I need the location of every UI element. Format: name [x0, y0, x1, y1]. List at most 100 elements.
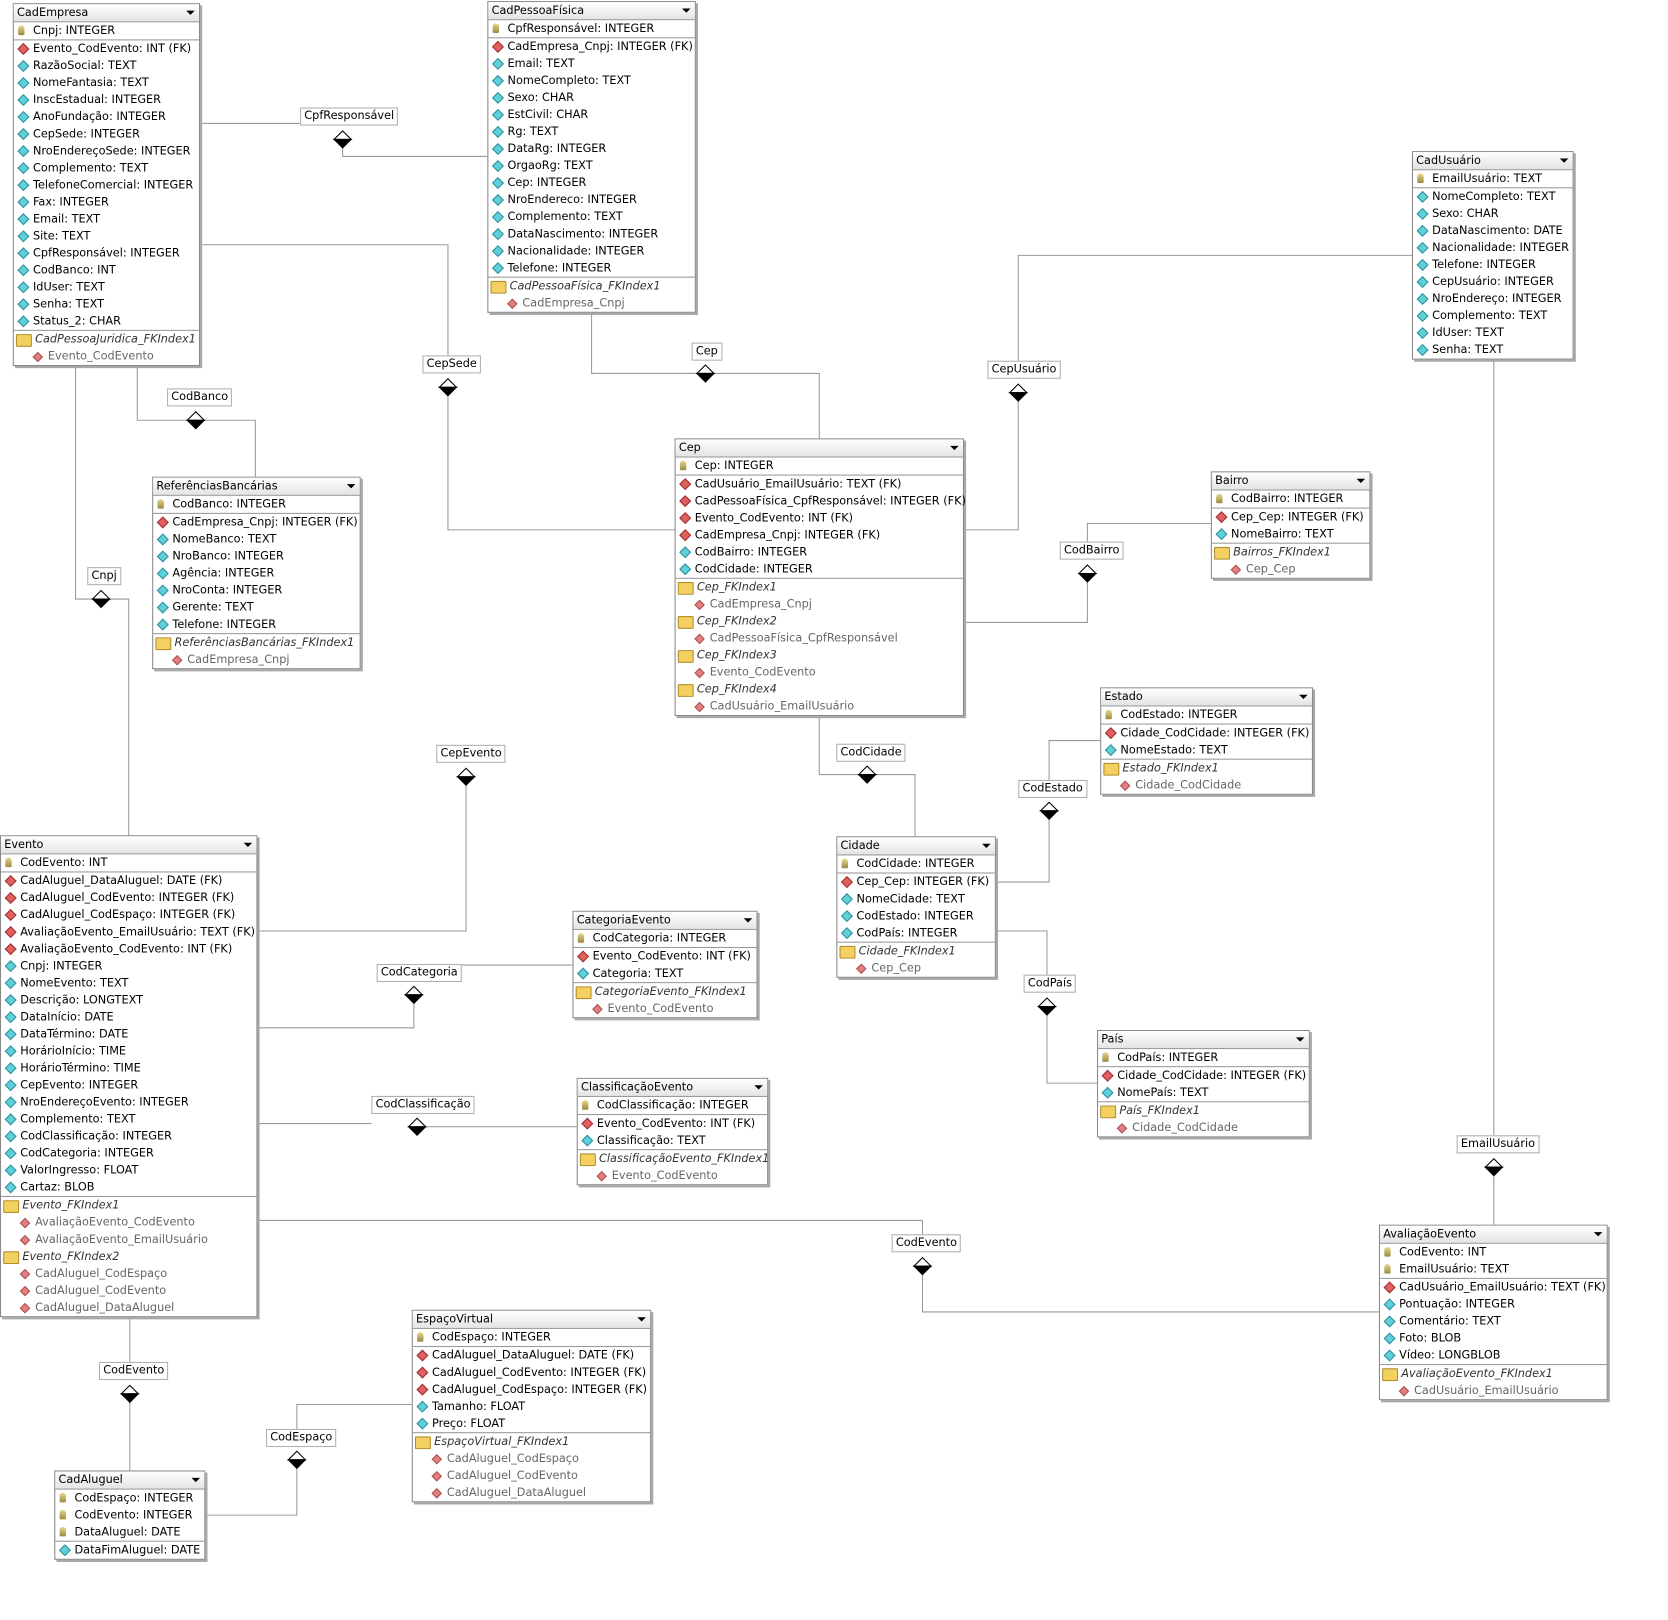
primary-key-column[interactable]: EmailUsuário: TEXT [1413, 170, 1573, 187]
primary-key-column[interactable]: CodEvento: INT [1380, 1244, 1607, 1261]
attribute-column[interactable]: Agência: INTEGER [153, 565, 359, 582]
attribute-column[interactable]: Sexo: CHAR [488, 89, 694, 106]
relationship-label[interactable]: CodPaís [1023, 974, 1077, 993]
attribute-column[interactable]: NomeBanco: TEXT [153, 531, 359, 548]
index-column[interactable]: CadAluguel_DataAluguel [1, 1299, 256, 1316]
relationship-line[interactable] [993, 930, 1048, 975]
attribute-column[interactable]: Tamanho: FLOAT [413, 1398, 650, 1415]
attribute-column[interactable]: EstCivil: CHAR [488, 106, 694, 123]
chevron-down-icon[interactable] [1593, 1232, 1603, 1237]
index-column[interactable]: Cidade_CodCidade [1098, 1119, 1309, 1136]
attribute-column[interactable]: NroEndereçoSede: INTEGER [14, 143, 199, 160]
attribute-column[interactable]: CepEvento: INTEGER [1, 1077, 256, 1094]
relationship-line[interactable] [255, 785, 467, 932]
relationship-line[interactable] [818, 712, 859, 776]
chevron-down-icon[interactable] [950, 445, 959, 451]
attribute-column[interactable]: CodBanco: INT [14, 262, 199, 279]
index-entry[interactable]: Cep_FKIndex1 [675, 577, 963, 596]
attribute-column[interactable]: DataFimAluguel: DATE [55, 1540, 205, 1559]
attribute-column[interactable]: Complemento: TEXT [14, 160, 199, 177]
primary-key-column[interactable]: CodClassificação: INTEGER [578, 1097, 767, 1114]
index-entry[interactable]: CadPessoaFísica_FKIndex1 [488, 276, 695, 295]
chevron-down-icon[interactable] [1299, 694, 1308, 700]
attribute-column[interactable]: Complemento: TEXT [1, 1111, 256, 1128]
table-header[interactable]: Cidade [837, 837, 995, 856]
chevron-down-icon[interactable] [743, 918, 753, 923]
attribute-column[interactable]: Nacionalidade: INTEGER [488, 243, 694, 260]
attribute-column[interactable]: Nacionalidade: INTEGER [1413, 239, 1573, 256]
attribute-column[interactable]: Categoria: TEXT [573, 965, 756, 982]
index-column[interactable]: CadAluguel_CodEspaço [413, 1450, 650, 1467]
attribute-column[interactable]: NroBanco: INTEGER [153, 548, 359, 565]
relationship-label[interactable]: CodEstado [1018, 779, 1088, 798]
attribute-column[interactable]: CpfResponsável: INTEGER [14, 245, 199, 262]
relationship-line[interactable] [136, 361, 188, 421]
index-column[interactable]: CadUsuário_EmailUsuário [676, 698, 963, 715]
foreign-key-column[interactable]: CadEmpresa_Cnpj: INTEGER (FK) [488, 37, 695, 55]
relationship-line[interactable] [921, 1274, 1379, 1313]
attribute-column[interactable]: CodClassificação: INTEGER [1, 1128, 256, 1145]
foreign-key-column[interactable]: Cidade_CodCidade: INTEGER (FK) [1098, 1066, 1309, 1084]
attribute-column[interactable]: InscEstadual: INTEGER [14, 92, 199, 109]
relationship-line[interactable] [204, 419, 256, 477]
table-header[interactable]: País [1098, 1031, 1309, 1050]
table-header[interactable]: CategoriaEvento [573, 911, 757, 930]
foreign-key-column[interactable]: CadAluguel_DataAluguel: DATE (FK) [1, 871, 257, 889]
attribute-column[interactable]: CodPaís: INTEGER [837, 925, 994, 942]
table-header[interactable]: Cep [675, 439, 963, 458]
table-header[interactable]: Estado [1101, 688, 1312, 707]
attribute-column[interactable]: RazãoSocial: TEXT [14, 57, 199, 74]
index-entry[interactable]: CategoriaEvento_FKIndex1 [573, 982, 757, 1000]
index-column[interactable]: CadPessoaFísica_CpfResponsável [676, 630, 963, 647]
foreign-key-column[interactable]: Evento_CodEvento: INT (FK) [676, 510, 963, 527]
attribute-column[interactable]: Descrição: LONGTEXT [1, 992, 256, 1009]
attribute-column[interactable]: Foto: BLOB [1380, 1330, 1607, 1347]
foreign-key-column[interactable]: Cep_Cep: INTEGER (FK) [1211, 507, 1370, 526]
index-entry[interactable]: Estado_FKIndex1 [1101, 758, 1312, 777]
attribute-column[interactable]: NomeFantasia: TEXT [14, 74, 199, 91]
attribute-column[interactable]: CepSede: INTEGER [14, 126, 199, 143]
relationship-label[interactable]: CodEvento [891, 1234, 962, 1253]
attribute-column[interactable]: Gerente: TEXT [153, 599, 359, 616]
attribute-column[interactable]: CepUsuário: INTEGER [1413, 273, 1573, 290]
attribute-column[interactable]: NomeCompleto: TEXT [1412, 187, 1573, 205]
attribute-column[interactable]: Telefone: INTEGER [1413, 256, 1573, 273]
index-entry[interactable]: Cep_FKIndex2 [676, 613, 963, 630]
index-entry[interactable]: Cidade_FKIndex1 [837, 941, 995, 960]
attribute-column[interactable]: IdUser: TEXT [14, 279, 199, 296]
relationship-line[interactable] [255, 1219, 924, 1235]
foreign-key-column[interactable]: CadEmpresa_Cnpj: INTEGER (FK) [676, 527, 963, 544]
index-column[interactable]: Evento_CodEvento [676, 664, 963, 681]
index-entry[interactable]: Evento_FKIndex1 [1, 1195, 257, 1214]
index-column[interactable]: CadAluguel_CodEspaço [1, 1265, 256, 1282]
index-column[interactable]: AvaliaçãoEvento_CodEvento [1, 1214, 256, 1231]
relationship-label[interactable]: CepSede [422, 355, 482, 374]
index-entry[interactable]: CadPessoaJuridica_FKIndex1 [13, 329, 199, 348]
attribute-column[interactable]: OrgaoRg: TEXT [488, 157, 694, 174]
attribute-column[interactable]: Classificação: TEXT [578, 1132, 767, 1149]
attribute-column[interactable]: Rg: TEXT [488, 123, 694, 140]
index-column[interactable]: Cep_Cep [837, 960, 994, 977]
primary-key-column[interactable]: CodEstado: INTEGER [1101, 706, 1312, 723]
relationship-line[interactable] [342, 147, 488, 157]
relationship-label[interactable]: CepUsuário [987, 360, 1061, 379]
relationship-line[interactable] [961, 401, 1019, 531]
attribute-column[interactable]: NomeCompleto: TEXT [488, 72, 694, 89]
relationship-line[interactable] [1086, 522, 1211, 542]
relationship-line[interactable] [1046, 1015, 1097, 1084]
index-column[interactable]: Evento_CodEvento [14, 348, 199, 365]
relationship-line[interactable] [255, 1003, 415, 1029]
index-entry[interactable]: ReferênciasBancárias_FKIndex1 [153, 633, 360, 651]
relationship-line[interactable] [875, 774, 916, 837]
